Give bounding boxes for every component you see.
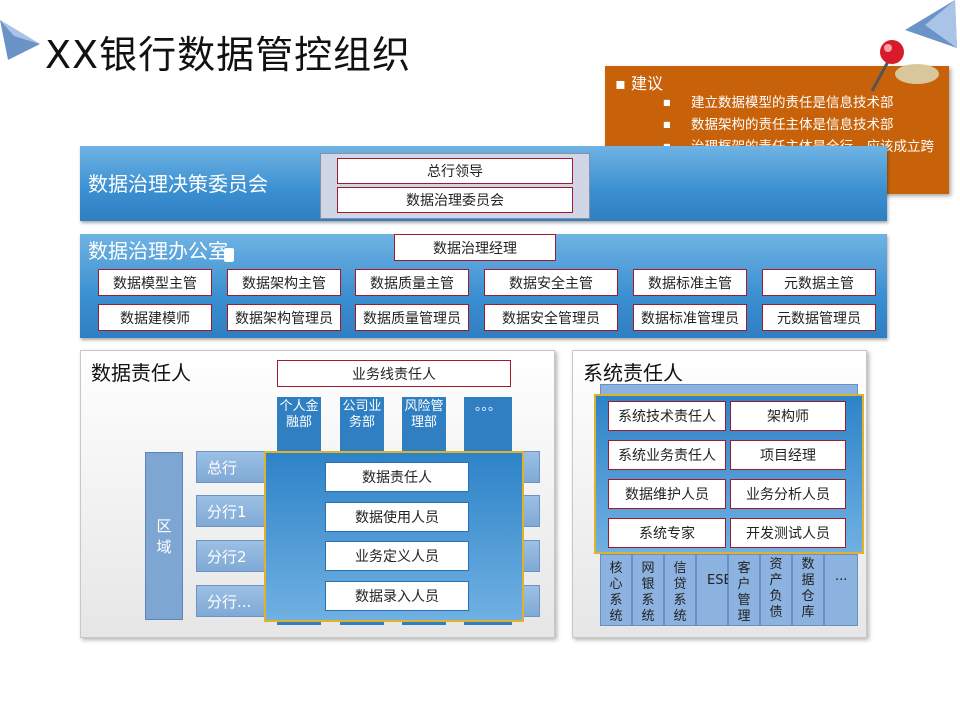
role-box-bottom: 数据架构管理员: [227, 304, 341, 331]
role-box-bottom: 数据安全管理员: [484, 304, 618, 331]
suggestion-item: 建立数据模型的责任是信息技术部: [655, 92, 945, 114]
role-box-bottom: 元数据管理员: [762, 304, 876, 331]
role-box-top: 数据架构主管: [227, 269, 341, 296]
person-box: 数据使用人员: [325, 502, 469, 532]
leader-box: 数据治理委员会: [337, 187, 573, 213]
suggestion-item: 数据架构的责任主体是信息技术部: [655, 114, 945, 136]
system-column: 信贷系统: [664, 554, 696, 626]
pushpin-icon: [870, 40, 939, 92]
business-line-owner-box: 业务线责任人: [277, 360, 511, 387]
leader-box: 总行领导: [337, 158, 573, 184]
system-role-box: 系统专家: [608, 518, 726, 548]
system-owner-label: 系统责任人: [583, 361, 683, 385]
data-owner-label: 数据责任人: [91, 361, 191, 385]
person-box: 数据责任人: [325, 462, 469, 492]
system-column: 客户管理: [728, 554, 760, 626]
system-column: 资产负债: [760, 554, 792, 626]
system-role-box: 系统业务责任人: [608, 440, 726, 470]
system-column: 网银系统: [632, 554, 664, 626]
role-box-top: 数据安全主管: [484, 269, 618, 296]
system-role-box: 项目经理: [730, 440, 846, 470]
system-role-box: 数据维护人员: [608, 479, 726, 509]
office-label: 数据治理办公室: [88, 239, 228, 263]
role-box-bottom: 数据质量管理员: [355, 304, 469, 331]
person-box: 数据录入人员: [325, 581, 469, 611]
system-column: 核心系统: [600, 554, 632, 626]
role-box-top: 数据模型主管: [98, 269, 212, 296]
committee-label: 数据治理决策委员会: [88, 172, 268, 196]
role-box-top: 数据标准主管: [633, 269, 747, 296]
page-title: XX银行数据管控组织: [45, 33, 412, 77]
suggestion-heading: ▪ 建议: [615, 74, 663, 93]
system-role-box: 业务分析人员: [730, 479, 846, 509]
triangle-decoration-icon: [0, 20, 40, 60]
system-role-box: 开发测试人员: [730, 518, 846, 548]
role-box-bottom: 数据建模师: [98, 304, 212, 331]
role-box-top: 数据质量主管: [355, 269, 469, 296]
region-block: 区域: [145, 452, 183, 620]
system-role-box: 架构师: [730, 401, 846, 431]
triangle-decoration-icon: [905, 0, 957, 48]
role-box-bottom: 数据标准管理员: [633, 304, 747, 331]
system-column: ESB: [696, 554, 732, 626]
governance-manager-box: 数据治理经理: [394, 234, 556, 261]
system-column: 数据仓库: [792, 554, 824, 626]
system-column: ...: [824, 554, 858, 626]
text-cursor: [224, 248, 234, 262]
system-role-box: 系统技术责任人: [608, 401, 726, 431]
person-box: 业务定义人员: [325, 541, 469, 571]
role-box-top: 元数据主管: [762, 269, 876, 296]
